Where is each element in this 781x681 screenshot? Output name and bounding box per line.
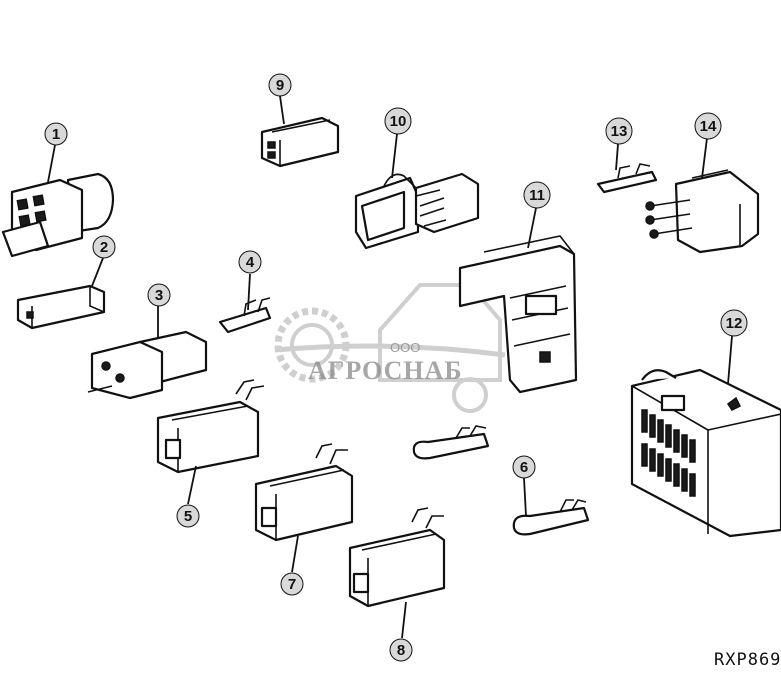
svg-text:4: 4 (246, 254, 255, 271)
svg-text:3: 3 (155, 287, 163, 304)
callout-6: 6 (512, 455, 536, 479)
terminal-unlabeled (412, 425, 490, 460)
part-3-connector (87, 330, 208, 400)
watermark-company: ООО (390, 340, 421, 355)
part-6-terminal (512, 499, 590, 536)
part-10-sealed-connector (354, 172, 480, 250)
callout-13: 13 (605, 117, 633, 145)
part-14-sealed-connector (645, 169, 760, 254)
part-1-connector (1, 172, 115, 258)
part-7-connector-housing (254, 443, 354, 542)
svg-text:11: 11 (529, 187, 545, 204)
part-4-terminal (218, 297, 272, 334)
callout-7: 7 (280, 572, 304, 596)
callout-4: 4 (238, 250, 262, 274)
callout-12: 12 (720, 309, 748, 337)
callout-2: 2 (92, 235, 116, 259)
callout-9: 9 (268, 73, 292, 97)
svg-text:9: 9 (276, 77, 284, 94)
figure-code: RXP869 (714, 650, 781, 670)
callout-11: 11 (523, 181, 551, 209)
svg-text:7: 7 (288, 576, 296, 593)
part-5-connector-housing (156, 379, 265, 474)
svg-text:12: 12 (726, 315, 743, 332)
pin-grid (641, 409, 696, 497)
part-12-multipin-connector (630, 368, 781, 538)
svg-text:2: 2 (100, 239, 108, 256)
part-8-connector-housing (348, 507, 446, 608)
svg-text:6: 6 (520, 459, 528, 476)
part-9-connector (260, 116, 340, 168)
callout-5: 5 (176, 504, 200, 528)
svg-text:14: 14 (700, 118, 717, 135)
part-2-terminal-housing (16, 284, 106, 330)
watermark-logo (274, 283, 506, 413)
part-13-terminal (596, 163, 658, 194)
callout-14: 14 (694, 112, 722, 140)
callout-3: 3 (147, 283, 171, 307)
svg-text:10: 10 (390, 113, 407, 130)
part-11-large-housing (458, 235, 578, 394)
leader-lines (47, 95, 733, 639)
svg-text:13: 13 (611, 123, 628, 140)
callout-8: 8 (389, 638, 413, 662)
svg-text:1: 1 (52, 126, 60, 143)
watermark-brand: АГРОСНАБ (308, 356, 463, 385)
svg-text:8: 8 (397, 642, 405, 659)
svg-text:5: 5 (184, 508, 192, 525)
callout-1: 1 (44, 122, 68, 146)
callout-10: 10 (384, 107, 412, 135)
